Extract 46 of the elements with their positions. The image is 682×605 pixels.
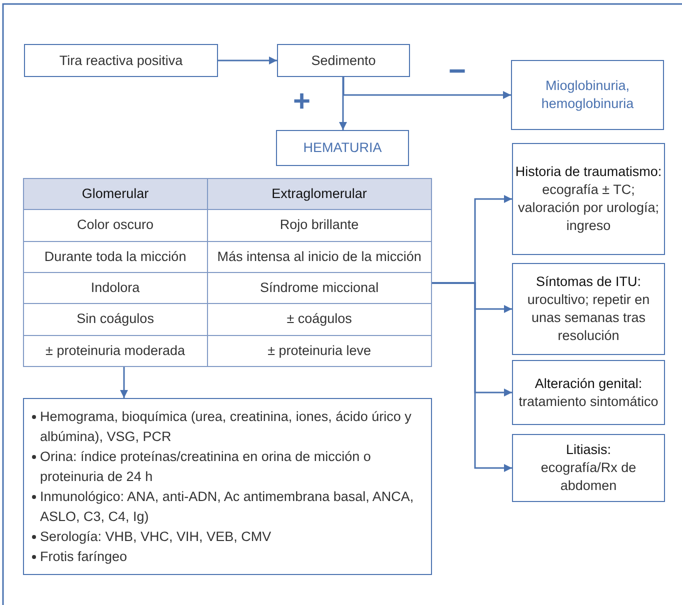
edge-label: − — [448, 57, 466, 87]
list-item-text: Frotis faríngeo — [40, 549, 128, 564]
table-cell: ± proteinuria moderada — [24, 335, 208, 366]
process-box — [277, 44, 410, 77]
box-heading: Alteración genital: — [534, 374, 642, 392]
box-text: ecografía ± TC; valoración por urología; ingreso — [516, 181, 660, 235]
box-label: Sedimento — [311, 52, 376, 70]
process-box — [512, 360, 665, 425]
arrow — [432, 282, 512, 472]
table-cell: Rojo brillante — [207, 210, 432, 242]
table-cell: Más intensa al inicio de la micción — [207, 241, 432, 272]
table-cell: Síndrome miccional — [207, 272, 432, 304]
process-box — [512, 143, 665, 255]
edge-label: + — [293, 87, 311, 117]
box-label: Mioglobinuria, hemoglobinuria — [540, 77, 635, 113]
arrow — [218, 56, 277, 64]
box-heading: Litiasis: — [566, 441, 611, 459]
box-label: HEMATURIA — [303, 139, 382, 157]
table-cell: Durante toda la micción — [24, 241, 208, 272]
list-item-text: Orina: índice proteínas/creatinina en orina de micción o proteinuria de 24 h — [40, 449, 371, 484]
box-text: urocultivo; repetir en unas semanas tras resolución — [526, 291, 651, 345]
result-box — [276, 130, 409, 166]
arrow — [339, 77, 347, 130]
process-box — [512, 263, 665, 355]
column-header: Extraglomerular — [207, 178, 432, 210]
list-item-text: Inmunológico: ANA, anti-ADN, Ac antimembrana basal, ANCA, ASLO, C3, C4, Ig) — [40, 489, 414, 524]
arrow — [120, 367, 128, 398]
column-header: Glomerular — [24, 178, 208, 210]
process-box — [512, 434, 665, 502]
process-box — [24, 44, 218, 77]
list-box — [23, 398, 432, 575]
table-cell: Color oscuro — [24, 210, 208, 242]
comparison-table — [23, 178, 432, 367]
table-cell: Sin coágulos — [24, 304, 208, 336]
box-heading: Historia de traumatismo: — [515, 163, 662, 181]
result-box — [511, 60, 664, 130]
box-text: ecografía/Rx de abdomen — [540, 459, 638, 495]
list-item-text: Serología: VHB, VHC, VIH, VEB, CMV — [40, 529, 272, 544]
table-cell: ± proteinuria leve — [207, 335, 432, 366]
arrow — [342, 77, 511, 99]
box-text: tratamiento sintomático — [518, 392, 658, 410]
table-cell: ± coágulos — [207, 304, 432, 336]
list-item-text: Hemograma, bioquímica (urea, creatinina, iones, ácido úrico y albúmina), VSG, PCR — [40, 409, 412, 444]
table-cell: Indolora — [24, 272, 208, 304]
box-label: Tira reactiva positiva — [59, 52, 183, 70]
box-heading: Síntomas de ITU: — [536, 273, 642, 291]
